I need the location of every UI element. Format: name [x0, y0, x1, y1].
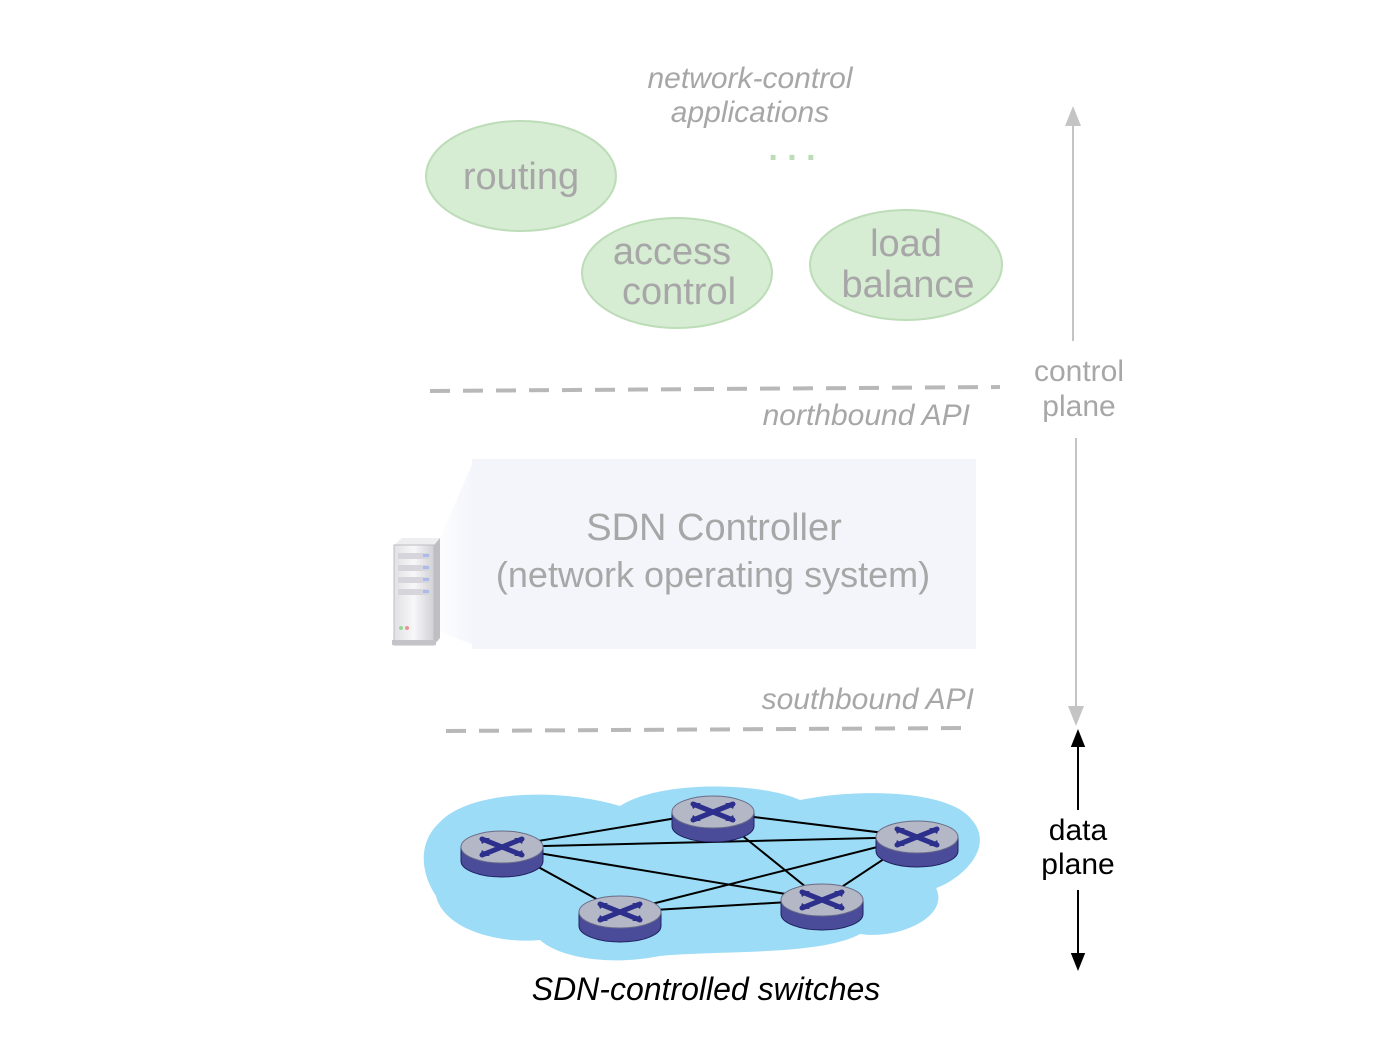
network-switches: [460, 795, 959, 943]
data-plane-label-line1: data: [1049, 814, 1108, 847]
southbound-label: southbound API: [762, 683, 974, 716]
header-line1: network-control: [647, 62, 853, 95]
northbound-divider: [429, 385, 1001, 393]
controller-box: [472, 459, 976, 649]
network-link-8: [619, 836, 918, 913]
switch-router-icon-1: [460, 830, 544, 878]
app-load-balance: load balance: [809, 209, 1003, 321]
data-plane-label-line2: plane: [1041, 848, 1114, 881]
control-plane-label-line1: control: [1034, 355, 1124, 388]
controller-wedge: [440, 460, 474, 645]
app-access-label-line1: access: [613, 231, 731, 273]
switch-router-icon-3: [875, 820, 959, 868]
control-plane-label-line2: plane: [1042, 390, 1115, 423]
header-line2: applications: [671, 96, 829, 129]
southbound-divider: [445, 726, 969, 733]
switch-router-icon-4: [578, 895, 662, 943]
app-load-label-line2: balance: [841, 264, 974, 306]
network-caption: SDN-controlled switches: [532, 971, 881, 1007]
app-routing-label: routing: [463, 156, 579, 198]
app-routing: routing: [425, 120, 617, 232]
controller-subtitle: (network operating system): [496, 554, 930, 595]
app-access-control: access control: [581, 217, 773, 329]
switch-router-icon-5: [780, 883, 864, 931]
northbound-label: northbound API: [763, 399, 970, 432]
server-icon: [392, 538, 440, 646]
network-link-6: [501, 846, 823, 901]
header-ellipsis: . . .: [768, 130, 815, 168]
controller-title: SDN Controller: [586, 507, 842, 549]
app-access-label-line2: control: [622, 271, 736, 313]
app-load-label-line1: load: [870, 223, 942, 265]
switch-router-icon-2: [671, 795, 755, 843]
